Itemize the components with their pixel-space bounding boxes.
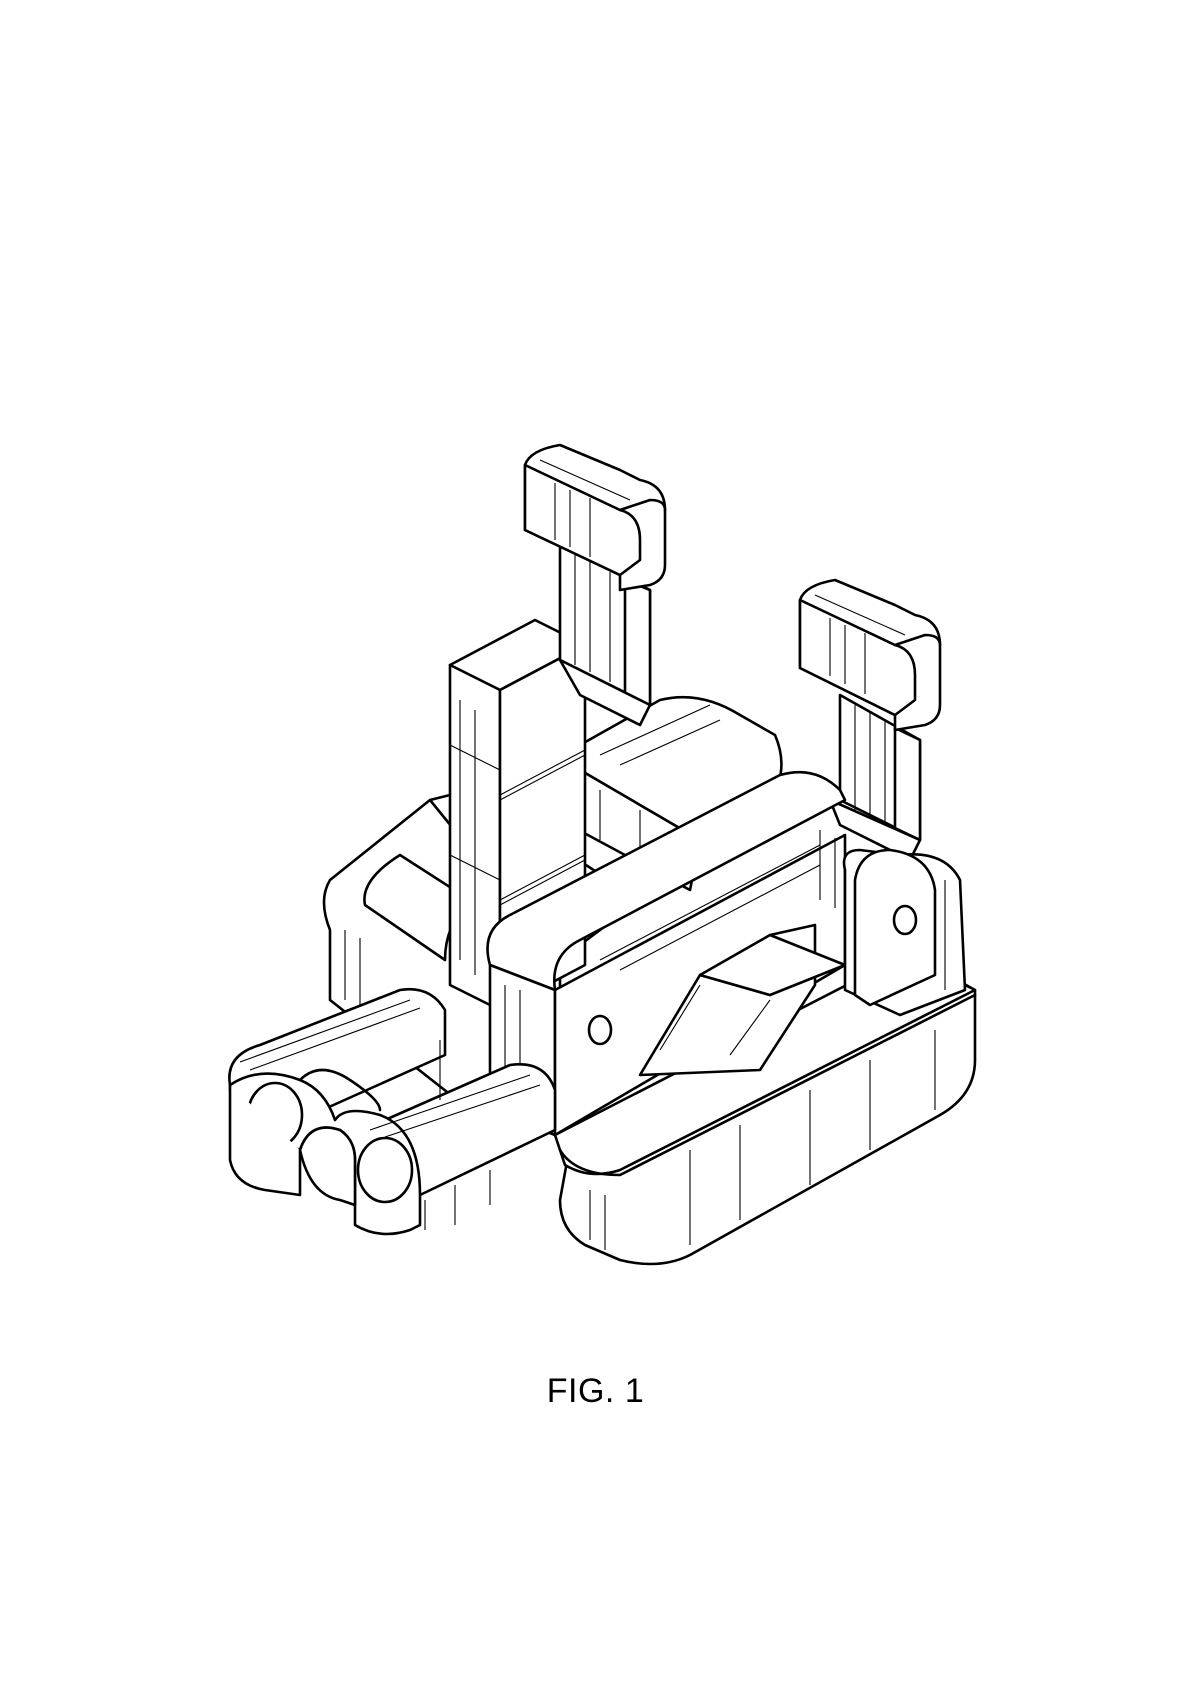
receptacle-socket: [228, 987, 557, 1236]
figure-label: FIG. 1: [546, 1372, 645, 1410]
front-hinge-block: [819, 830, 967, 1017]
front-prong: [798, 578, 942, 862]
rear-prong: [523, 443, 667, 727]
